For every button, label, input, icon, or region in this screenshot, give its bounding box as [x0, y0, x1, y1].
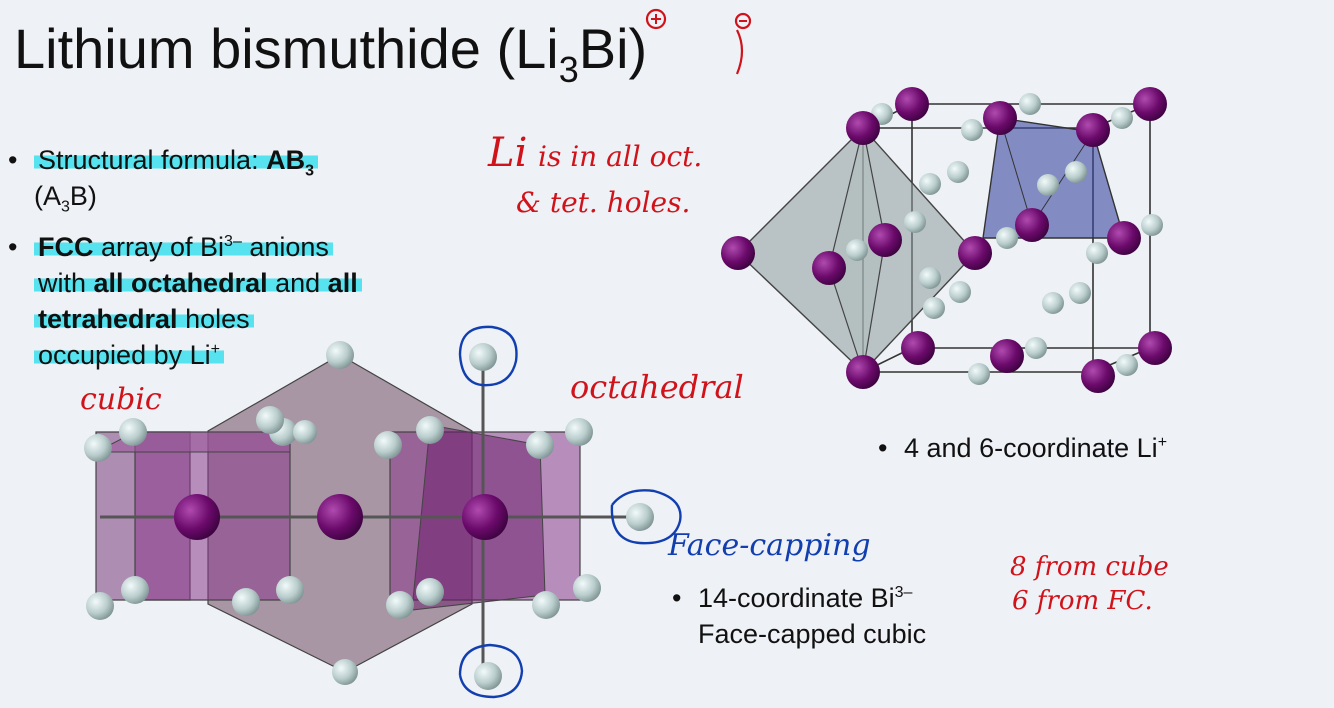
note-holes: & tet. holes.: [516, 186, 690, 219]
bullet-li-coordination: • 4 and 6-coordinate Li+: [904, 430, 1167, 466]
bullet-bi-coordination: • 14-coordinate Bi3– Face-capped cubic: [698, 580, 926, 652]
note-li: Li: [488, 130, 527, 176]
label-octahedral: octahedral: [570, 368, 744, 406]
note-count-cube: 8 from cube: [1010, 552, 1169, 582]
label-face-capping: Face-capping: [668, 528, 871, 563]
note-count-fc: 6 from FC.: [1012, 586, 1153, 616]
note-li-text: is in all oct.: [538, 140, 702, 173]
label-cubic: cubic: [80, 382, 162, 417]
